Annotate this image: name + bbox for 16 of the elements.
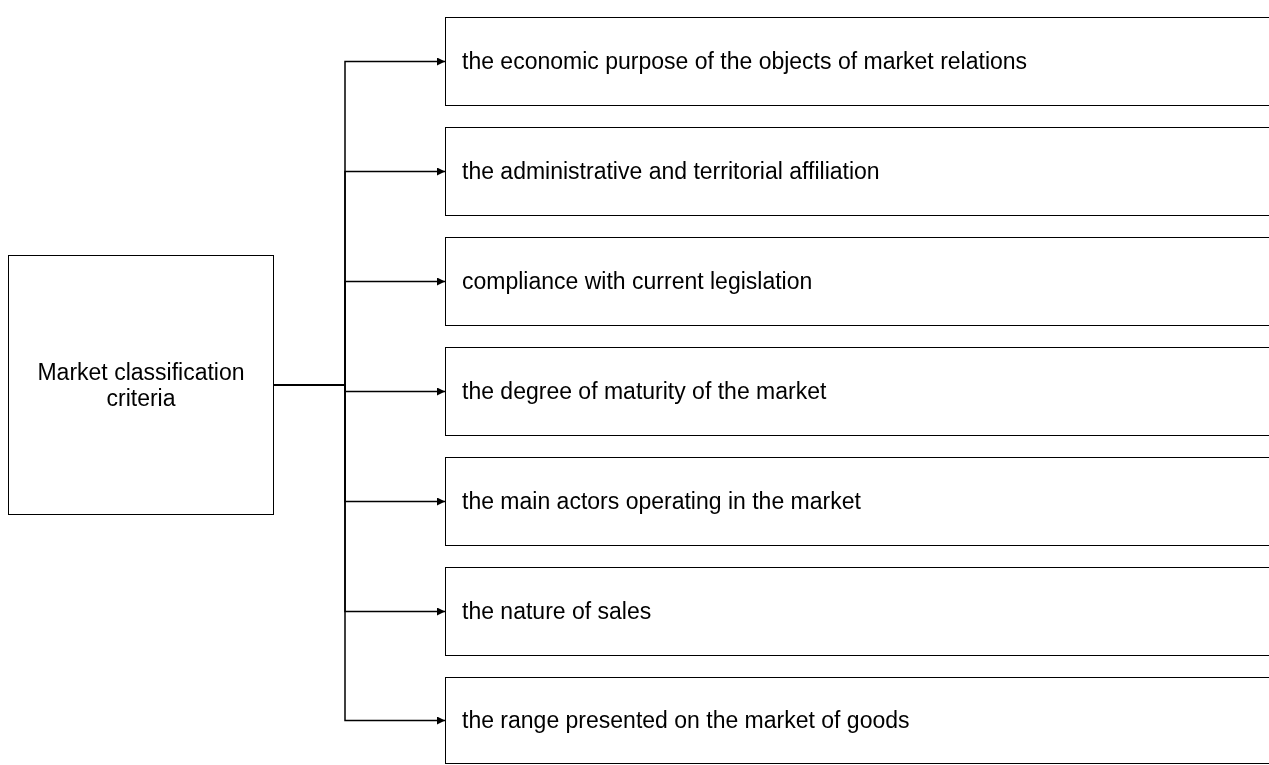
criterion-box: [445, 237, 1269, 326]
box-text: compliance with current legislation: [462, 268, 813, 295]
box-text: the administrative and territorial affiliation: [462, 158, 880, 185]
box-text: the main actors operating in the market: [462, 488, 861, 515]
box-text: Market classification criteria: [36, 358, 246, 412]
box-text: the nature of sales: [462, 598, 652, 625]
criterion-box: [445, 567, 1269, 656]
criterion-box: [445, 347, 1269, 436]
criteria-box: [8, 255, 274, 515]
box-text: the range presented on the market of goods: [462, 707, 910, 734]
box-text: the degree of maturity of the market: [462, 378, 827, 405]
criterion-box: [445, 17, 1269, 106]
box-text: the economic purpose of the objects of market relations: [462, 48, 1028, 75]
criterion-box: [445, 677, 1269, 764]
criterion-box: [445, 127, 1269, 216]
criterion-box: [445, 457, 1269, 546]
